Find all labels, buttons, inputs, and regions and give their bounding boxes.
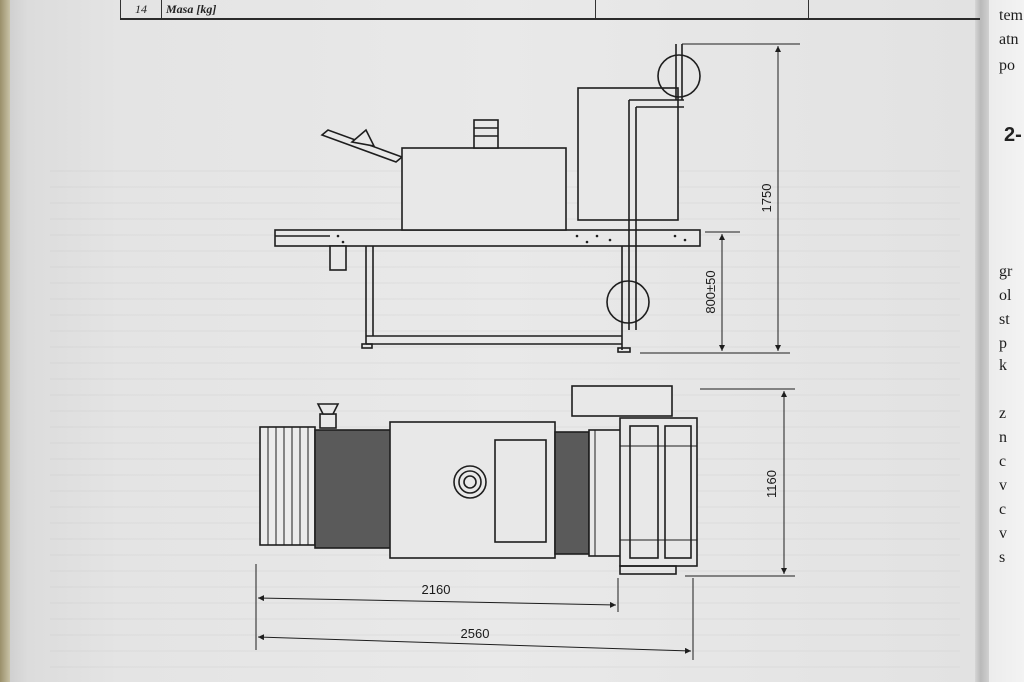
sealer-bar (664, 425, 692, 559)
roller-infeed (259, 426, 316, 546)
right-text-line: v (999, 525, 1007, 542)
sealer-cabinet (577, 87, 679, 221)
total-length-dimension-line (257, 634, 692, 654)
tunnel-fan (473, 119, 499, 149)
total-length-label: 2560 (461, 626, 490, 641)
right-text-line: n (999, 429, 1007, 446)
spec-table-row: 14 Masa [kg] (120, 0, 980, 20)
top-fan-cone (316, 403, 340, 415)
sealer-bar (629, 425, 659, 559)
section-heading: 2- (1004, 124, 1022, 146)
right-text-line: atn (999, 31, 1019, 48)
right-text-line: k (999, 357, 1007, 374)
table-height-label: 800±50 (703, 270, 718, 313)
right-text-line: v (999, 477, 1007, 494)
width-label: 1160 (764, 470, 779, 498)
sealer-step (619, 565, 677, 575)
right-text-line: gr (999, 263, 1013, 280)
table-divider (595, 0, 596, 18)
bleed-through-text (50, 170, 960, 670)
row-number: 14 (120, 0, 162, 18)
right-text-line: c (999, 453, 1007, 470)
feeder-guide (350, 128, 376, 148)
right-page (989, 0, 1024, 682)
belt-end (588, 429, 622, 557)
side-view (274, 44, 701, 353)
right-text-line: po (999, 57, 1015, 74)
tunnel-fan-outer (453, 465, 487, 499)
table-divider (808, 0, 809, 18)
motor (329, 245, 347, 271)
foot (361, 343, 373, 349)
lower-film-reel (606, 280, 650, 324)
inner-length-label: 2160 (422, 582, 451, 597)
conveyor-belt-left (314, 429, 392, 549)
foot (617, 347, 631, 353)
sealer-top-cover (571, 385, 673, 417)
right-text-line: st (999, 311, 1010, 328)
left-page (0, 0, 985, 682)
side-dimensions (640, 43, 800, 354)
tunnel-fan-inner (463, 475, 477, 489)
heat-tunnel (401, 147, 567, 231)
tunnel-top (389, 421, 556, 559)
right-text-line: c (999, 501, 1007, 518)
tunnel-fan-mid (458, 470, 482, 494)
right-text-line: p (999, 335, 1007, 352)
height-label: 1750 (759, 184, 774, 213)
rail-bolts (336, 234, 687, 244)
tunnel-window (494, 439, 547, 543)
inner-length-dimension-line (257, 595, 617, 608)
conveyor-belt-right (554, 431, 590, 555)
top-dimensions (255, 388, 795, 660)
right-text-line: ol (999, 287, 1012, 304)
book-edge (0, 0, 10, 682)
top-view (259, 385, 698, 575)
right-text-line: s (999, 549, 1006, 566)
book-spine (975, 0, 989, 682)
right-text-line: tem (999, 7, 1023, 24)
top-fan (319, 413, 337, 429)
upper-film-reel (657, 54, 701, 98)
row-label: Masa [kg] (166, 2, 217, 16)
rollers (267, 427, 309, 545)
right-text-line: z (999, 405, 1007, 422)
